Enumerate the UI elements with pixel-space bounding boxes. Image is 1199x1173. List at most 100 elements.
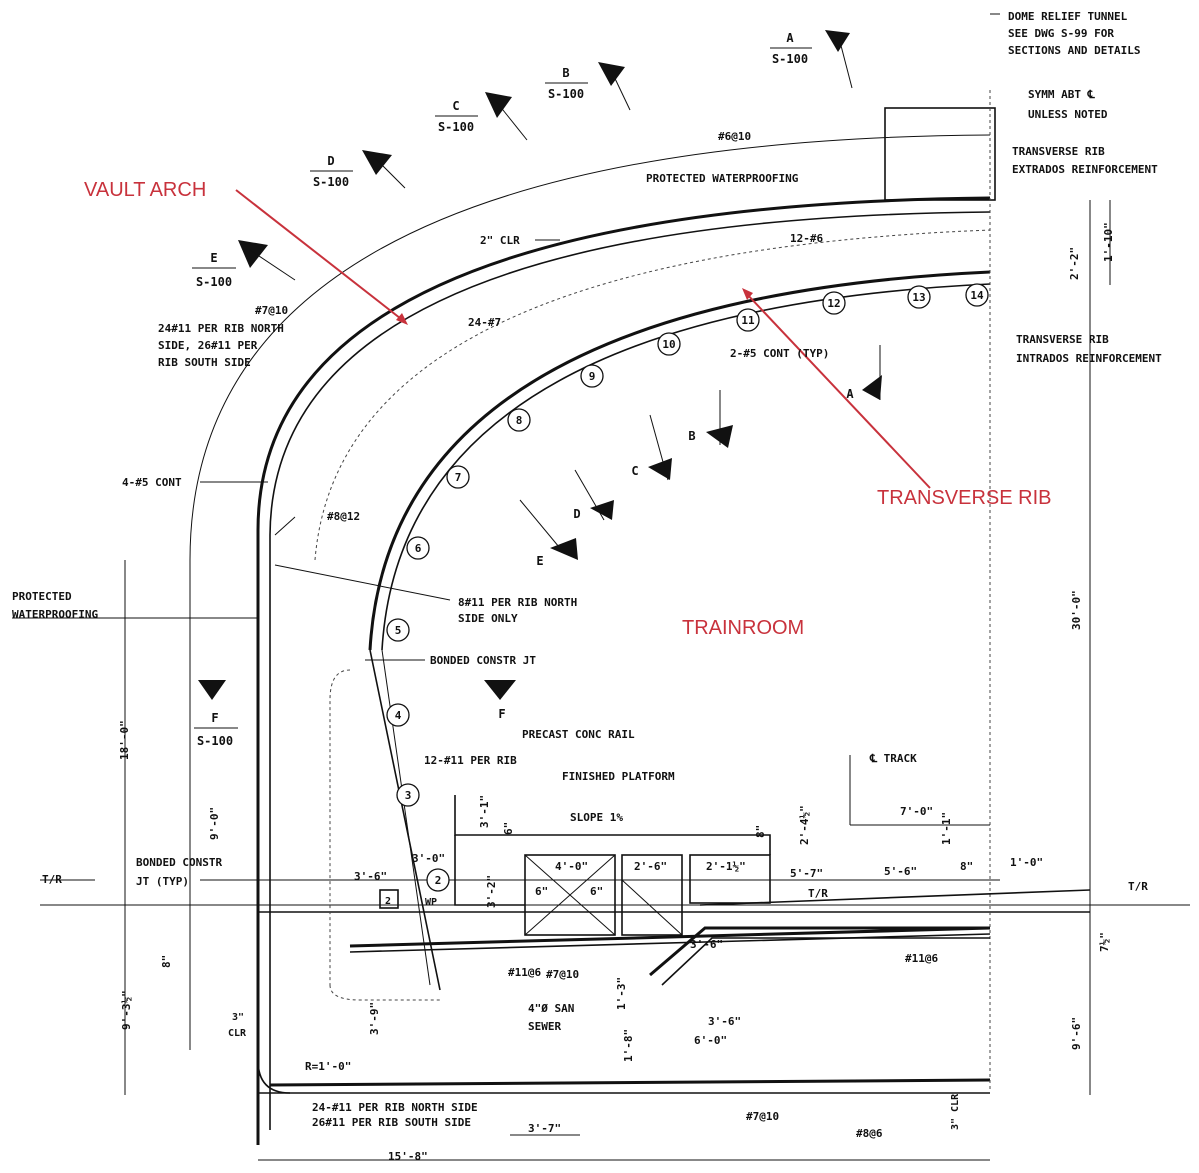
transverse-rib-arrowhead xyxy=(742,288,753,300)
vault-arch-outer-face xyxy=(256,196,991,1145)
svg-text:S-100: S-100 xyxy=(196,275,232,289)
note-dome-relief-1: DOME RELIEF TUNNEL xyxy=(1008,10,1128,23)
svg-text:S-100: S-100 xyxy=(438,120,474,134)
rib-number-circle xyxy=(907,285,931,309)
section-letter-B: B xyxy=(688,429,695,443)
section-markers xyxy=(198,30,882,700)
note-san-sewer-1: 4"Ø SAN xyxy=(528,1002,574,1015)
transverse-rib-heading: TRANSVERSE RIB xyxy=(877,487,1051,509)
dim-18-0: 18'-0" xyxy=(118,720,131,760)
note-r-1: R=1'-0" xyxy=(305,1060,351,1073)
section-letter-A: A xyxy=(846,387,854,401)
note-tr-intrados-2: INTRADOS REINFORCEMENT xyxy=(1016,352,1162,365)
dim-3-1: 3'-1" xyxy=(478,795,491,828)
note-precast-rail: PRECAST CONC RAIL xyxy=(522,728,635,741)
note-dome-relief-2: SEE DWG S-99 FOR xyxy=(1008,27,1114,40)
slab-rebar-top-2 xyxy=(349,933,991,953)
section-ref-C: C S-100 xyxy=(435,99,478,134)
rib-number-circle xyxy=(657,332,681,356)
note-slope: SLOPE 1% xyxy=(570,811,623,824)
svg-text:E: E xyxy=(210,251,217,265)
dim-6b: 6" xyxy=(590,885,603,898)
note-dome-relief-3: SECTIONS AND DETAILS xyxy=(1008,44,1140,57)
note-box-2: 2 xyxy=(385,896,391,907)
section-ref-F: F S-100 xyxy=(194,711,238,748)
dim-1-1: 1'-1" xyxy=(940,812,953,845)
rib-number-circle xyxy=(406,536,430,560)
dim-7-0: 7'-0" xyxy=(900,805,933,818)
dim-15-8: 15'-8" xyxy=(388,1150,428,1163)
rib-number-label: 13 xyxy=(912,291,925,304)
dim-2-4: 2'-4½" xyxy=(798,805,811,845)
dim-8-right: 8" xyxy=(960,860,973,873)
note-clr-3-a2: CLR xyxy=(228,1028,247,1039)
note-bottom-bars-2: 26#11 PER RIB SOUTH SIDE xyxy=(312,1116,471,1129)
note-tr-extrados-2: EXTRADOS REINFORCEMENT xyxy=(1012,163,1158,176)
note-12-6: 12-#6 xyxy=(790,232,823,245)
dim-3-9: 3'-9" xyxy=(368,1002,381,1035)
dim-1-10: 1'-10" xyxy=(1102,222,1115,262)
rib-number-label: 8 xyxy=(516,414,523,427)
svg-text:S-100: S-100 xyxy=(197,734,233,748)
dim-5-7: 5'-7" xyxy=(790,867,823,880)
note-bottom-bars-1: 24-#11 PER RIB NORTH SIDE xyxy=(312,1101,478,1114)
dim-6a: 6" xyxy=(535,885,548,898)
inner-form-left xyxy=(329,669,351,985)
dim-1-3: 1'-3" xyxy=(615,977,628,1010)
dim-30-0: 30'-0" xyxy=(1070,590,1083,630)
dim-8-left: 8" xyxy=(160,955,173,968)
rib-number-label: 5 xyxy=(395,624,402,637)
rib-number-label: 14 xyxy=(970,289,984,302)
rib-number-circle xyxy=(822,291,846,315)
note-bonded-jt-typ-1: BONDED CONSTR xyxy=(136,856,222,869)
rib-number-circle xyxy=(426,868,450,892)
dim-3-0: 3'-0" xyxy=(412,852,445,865)
note-24-7: 24-#7 xyxy=(468,316,501,329)
note-2-5-cont: 2-#5 CONT (TYP) xyxy=(730,347,829,360)
dim-3-6-c: 3'-6" xyxy=(690,938,723,951)
section-ref-D: D S-100 xyxy=(310,154,353,189)
note-7-10-bot: #7@10 xyxy=(746,1110,779,1123)
platform-box-3 xyxy=(689,854,771,904)
rib-number-label: 10 xyxy=(662,338,675,351)
note-protected-wp-left-1: PROTECTED xyxy=(12,590,72,603)
note-clr-3-b: 3" CLR xyxy=(950,1093,961,1130)
rib-number-circle xyxy=(386,618,410,642)
precast-rail xyxy=(454,795,771,855)
rib-number-circle xyxy=(507,408,531,432)
rib-number-label: 11 xyxy=(741,314,755,327)
dim-7-half: 7½" xyxy=(1098,932,1111,952)
rib-number-label: 6 xyxy=(415,542,422,555)
sewer-pipe-2 xyxy=(661,937,990,986)
section-letter-C: C xyxy=(631,464,638,478)
dim-2-2: 2'-2" xyxy=(1068,247,1081,280)
track-line xyxy=(699,889,1091,906)
transverse-rib-arrow xyxy=(744,291,931,489)
rib-number-label: 4 xyxy=(395,709,402,722)
slab-rebar-top xyxy=(349,926,991,948)
platform-box-1 xyxy=(524,854,616,936)
platform-box-1-x2 xyxy=(524,854,616,936)
vault-arch-arrowhead xyxy=(396,313,408,325)
svg-text:D: D xyxy=(327,154,334,168)
svg-text:S-100: S-100 xyxy=(548,87,584,101)
dim-5-6: 5'-6" xyxy=(884,865,917,878)
trainroom-heading: TRAINROOM xyxy=(682,617,804,639)
rib-number-circle xyxy=(396,783,420,807)
rib-number-circle xyxy=(386,703,410,727)
note-8-6: #8@6 xyxy=(856,1127,883,1140)
rib-number-circle xyxy=(580,364,604,388)
dim-3-7: 3'-7" xyxy=(528,1122,561,1135)
note-12-11: 12-#11 PER RIB xyxy=(424,754,517,767)
svg-text:A: A xyxy=(786,31,794,45)
note-4-5-cont: 4-#5 CONT xyxy=(122,476,182,489)
svg-text:S-100: S-100 xyxy=(772,52,808,66)
dim-2-6: 2'-6" xyxy=(634,860,667,873)
rib-number-circle xyxy=(446,465,470,489)
rib-dashed-line xyxy=(314,229,991,561)
rib-number-label: 3 xyxy=(405,789,412,802)
dim-9-3: 9'-3½" xyxy=(120,990,133,1030)
